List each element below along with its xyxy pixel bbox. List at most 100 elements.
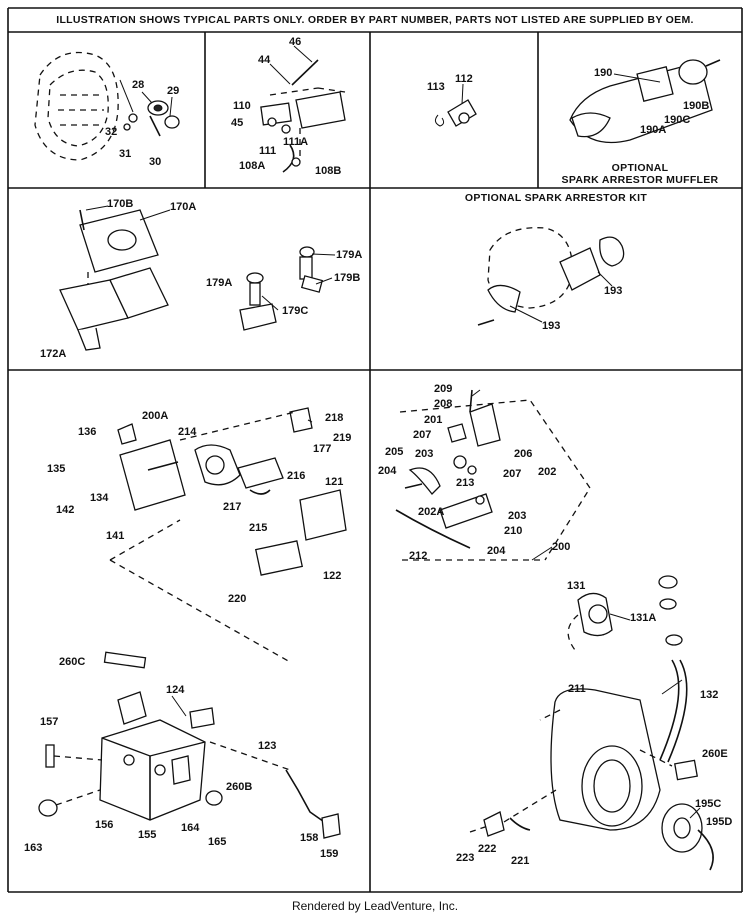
callout-172A: 172A	[40, 348, 67, 360]
callout-195C: 195C	[695, 798, 722, 810]
callout-215: 215	[249, 522, 268, 534]
callout-122: 122	[323, 570, 342, 582]
callout-131A: 131A	[630, 612, 657, 624]
callout-211: 211	[568, 683, 586, 695]
callout-190A: 190A	[640, 124, 667, 136]
callout-111A: 111A	[283, 136, 309, 148]
muffler-title-line-2: SPARK ARRESTOR MUFFLER	[561, 174, 719, 186]
callout-156: 156	[95, 819, 114, 831]
callout-159: 159	[320, 848, 339, 860]
callout-32: 32	[105, 126, 118, 138]
callout-195D: 195D	[706, 816, 733, 828]
spark-arrestor-muffler-sketch	[569, 59, 721, 144]
callout-260B: 260B	[226, 781, 253, 793]
callout-190B: 190B	[683, 100, 710, 112]
spark-arrestor-kit-sketch	[477, 227, 625, 326]
callout-30: 30	[149, 156, 162, 168]
callout-124: 124	[166, 684, 185, 696]
footer-credit: Rendered by LeadVenture, Inc.	[291, 899, 459, 913]
carburetor-assembly-sketch	[109, 407, 347, 663]
callout-214: 214	[178, 426, 197, 438]
sheet-header: ILLUSTRATION SHOWS TYPICAL PARTS ONLY. O…	[56, 14, 694, 26]
callout-202: 202	[538, 466, 557, 478]
kit-panel-title: OPTIONAL SPARK ARRESTOR KIT	[464, 192, 648, 204]
governor-linkage-sketch	[395, 389, 591, 561]
callout-203-upper: 203	[415, 448, 434, 460]
panel-grid	[7, 7, 743, 893]
callout-221: 221	[511, 855, 530, 867]
callout-204-lower: 204	[487, 545, 506, 557]
callout-134: 134	[90, 492, 109, 504]
callout-123: 123	[258, 740, 277, 752]
callout-141: 141	[106, 530, 125, 542]
callout-205: 205	[385, 446, 404, 458]
leader-lines	[85, 45, 701, 819]
callout-219: 219	[333, 432, 352, 444]
callout-218: 218	[325, 412, 344, 424]
callout-132: 132	[700, 689, 719, 701]
callout-207-lower: 207	[503, 468, 522, 480]
callout-163: 163	[24, 842, 43, 854]
callout-202A: 202A	[418, 506, 445, 518]
callout-110: 110	[233, 100, 251, 112]
fitting-sketch	[434, 99, 477, 127]
callout-31: 31	[119, 148, 132, 160]
blower-housing-sketch	[469, 575, 714, 871]
callout-177: 177	[313, 443, 332, 455]
callout-190C: 190C	[664, 114, 691, 126]
fuel-valve-sketch	[260, 59, 346, 173]
callout-179A-upper: 179A	[336, 249, 363, 261]
callout-111: 111	[259, 145, 277, 157]
callout-200A: 200A	[142, 410, 169, 422]
callout-193-upper: 193	[604, 285, 623, 297]
callout-155: 155	[138, 829, 157, 841]
muffler-title-line-1: OPTIONAL	[611, 162, 669, 174]
callout-170B: 170B	[107, 198, 134, 210]
callout-44: 44	[258, 54, 271, 66]
callout-45: 45	[231, 117, 244, 129]
callout-179B: 179B	[334, 272, 361, 284]
callout-170A: 170A	[170, 201, 197, 213]
callout-209: 209	[434, 383, 453, 395]
callout-28: 28	[132, 79, 145, 91]
callout-213: 213	[456, 477, 475, 489]
callout-158: 158	[300, 832, 319, 844]
callout-29: 29	[167, 85, 180, 97]
callout-131: 131	[567, 580, 586, 592]
callout-208: 208	[434, 398, 453, 410]
callout-223: 223	[456, 852, 475, 864]
fuel-fitting-sketch	[239, 246, 324, 331]
callout-179A-lower: 179A	[206, 277, 233, 289]
callout-108B: 108B	[315, 165, 342, 177]
callout-46: 46	[289, 36, 302, 48]
callout-142: 142	[56, 504, 75, 516]
callout-135: 135	[47, 463, 66, 475]
callout-201: 201	[424, 414, 443, 426]
muffler-panel-title: OPTIONAL SPARK ARRESTOR MUFFLER	[540, 162, 740, 186]
callout-179C: 179C	[282, 305, 309, 317]
fuel-tank-sketch	[38, 651, 341, 839]
callout-216: 216	[287, 470, 306, 482]
bracket-sketch	[59, 209, 169, 351]
callout-217: 217	[223, 501, 242, 513]
callout-207-upper: 207	[413, 429, 432, 441]
callout-222: 222	[478, 843, 497, 855]
callout-260E: 260E	[702, 748, 728, 760]
callout-260C: 260C	[59, 656, 86, 668]
callout-204-upper: 204	[378, 465, 397, 477]
callout-200: 200	[552, 541, 571, 553]
engine-cover-sketch	[34, 51, 180, 161]
callout-165: 165	[208, 836, 227, 848]
callout-136: 136	[78, 426, 97, 438]
callout-220: 220	[228, 593, 247, 605]
callout-108A: 108A	[239, 160, 266, 172]
callout-113: 113	[427, 81, 445, 93]
callout-210: 210	[504, 525, 523, 537]
callout-164: 164	[181, 822, 200, 834]
callout-206: 206	[514, 448, 533, 460]
callout-190: 190	[594, 67, 613, 79]
callout-193-lower: 193	[542, 320, 561, 332]
callout-203-lower: 203	[508, 510, 527, 522]
